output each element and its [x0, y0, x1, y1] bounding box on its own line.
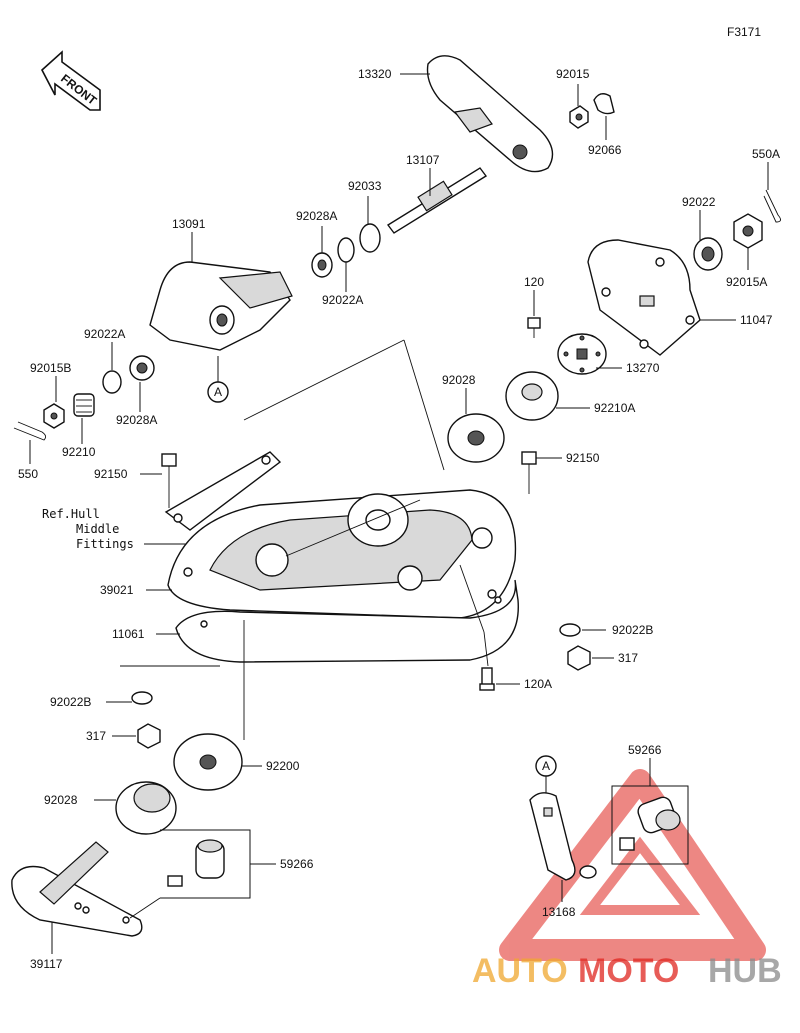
ref-note-line2: Middle — [76, 522, 119, 536]
part-59266-right-kit — [611, 785, 689, 865]
label-13091: 13091 — [172, 217, 206, 231]
label-92015: 92015 — [556, 67, 590, 81]
part-92028A-left-bushing — [129, 355, 155, 381]
watermark-text: AUTO MOTO HUB — [472, 952, 782, 990]
label-92022A-top: 92022A — [322, 293, 363, 307]
part-92015A-nut — [733, 213, 763, 249]
part-11061-gasket — [175, 579, 519, 663]
part-92022-washer — [693, 237, 723, 271]
watermark-hub: HUB — [708, 952, 782, 990]
label-92033: 92033 — [348, 179, 382, 193]
label-92210A: 92210A — [594, 401, 635, 415]
label-92015B: 92015B — [30, 361, 71, 375]
label-92022B-left: 92022B — [50, 695, 91, 709]
part-11047-plate — [587, 239, 701, 356]
part-39117-lever — [11, 841, 143, 937]
label-317-left: 317 — [86, 729, 106, 743]
part-317-right-nut — [567, 645, 591, 671]
part-92200-washer — [173, 733, 243, 791]
part-120-bolt — [527, 317, 541, 338]
watermark-moto: MOTO — [578, 952, 679, 990]
part-13107-shaft — [386, 167, 488, 234]
label-550: 550 — [18, 467, 38, 481]
label-11061: 11061 — [112, 627, 145, 641]
part-13168-bracket — [529, 792, 597, 881]
callout-a-top-label: A — [214, 385, 222, 399]
label-92066: 92066 — [588, 143, 622, 157]
hull-fitting-bracket — [164, 451, 282, 531]
part-92210A-bushing — [505, 371, 559, 421]
label-13320: 13320 — [358, 67, 392, 81]
label-13270: 13270 — [626, 361, 660, 375]
guide-lines — [120, 339, 489, 919]
label-39021: 39021 — [100, 583, 134, 597]
part-13270-disc — [557, 333, 607, 375]
part-550-cotter-pin — [13, 421, 47, 441]
label-92210: 92210 — [62, 445, 96, 459]
label-13168: 13168 — [542, 905, 576, 919]
label-92028-bottom: 92028 — [44, 793, 78, 807]
label-92028A-left: 92028A — [116, 413, 157, 427]
figure-id: F3171 — [727, 25, 761, 39]
part-92022B-left-washer — [131, 691, 153, 705]
part-92066-clip — [593, 93, 615, 115]
label-92022B-right: 92022B — [612, 623, 653, 637]
part-92015B-nut — [43, 403, 65, 429]
label-59266-right: 59266 — [628, 743, 662, 757]
label-92015A: 92015A — [726, 275, 767, 289]
part-13091-housing — [149, 261, 293, 351]
label-92022: 92022 — [682, 195, 716, 209]
part-92028-mid-grommet — [447, 413, 505, 463]
part-120A-bolt — [479, 667, 495, 691]
part-92033-circlip — [359, 223, 381, 253]
ref-note-line3: Fittings — [76, 537, 134, 551]
label-92150-right: 92150 — [566, 451, 600, 465]
part-317-left-nut — [137, 723, 161, 749]
label-92028-mid: 92028 — [442, 373, 476, 387]
label-11047: 11047 — [740, 313, 773, 327]
part-92022A-top-washer — [337, 237, 355, 263]
label-550A: 550A — [752, 147, 780, 161]
label-13107: 13107 — [406, 153, 440, 167]
label-120A: 120A — [524, 677, 552, 691]
label-59266-left: 59266 — [280, 857, 314, 871]
label-317-right: 317 — [618, 651, 638, 665]
label-92200: 92200 — [266, 759, 300, 773]
part-13320-lever — [426, 55, 554, 173]
part-92022A-left-washer — [102, 370, 122, 394]
label-120: 120 — [524, 275, 544, 289]
part-92028-bottom-grommet — [115, 781, 177, 835]
part-92210-bushing — [73, 393, 95, 417]
part-92022B-right-washer — [559, 623, 581, 637]
label-39117: 39117 — [30, 957, 63, 971]
label-92028A-top: 92028A — [296, 209, 337, 223]
part-92150-left-bolt — [161, 453, 177, 508]
part-92150-right-bolt — [521, 451, 537, 494]
part-92028A-top-bushing — [311, 252, 333, 278]
ref-note-line1: Ref.Hull — [42, 507, 100, 521]
part-550A-cotter-pin — [763, 189, 781, 223]
front-arrow: FRONT — [41, 50, 101, 111]
watermark-auto: AUTO — [472, 952, 568, 990]
part-59266-left-kit — [160, 829, 251, 899]
label-92022A-left: 92022A — [84, 327, 125, 341]
label-92150-left: 92150 — [94, 467, 128, 481]
callout-a-detail-label: A — [542, 759, 550, 773]
part-39021-base — [167, 489, 517, 619]
watermark-logo — [499, 769, 766, 961]
part-92015-nut — [569, 105, 589, 129]
